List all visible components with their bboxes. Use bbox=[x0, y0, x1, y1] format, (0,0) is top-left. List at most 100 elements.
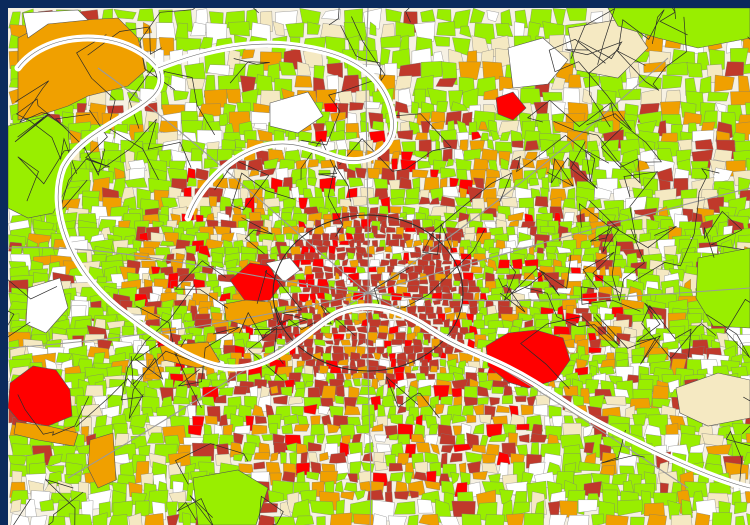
parcel bbox=[453, 280, 461, 287]
parcel bbox=[272, 21, 285, 37]
parcel bbox=[523, 513, 544, 525]
parcel bbox=[221, 139, 236, 153]
parcel bbox=[423, 339, 429, 346]
parcel bbox=[433, 35, 450, 47]
parcel bbox=[285, 22, 305, 38]
parcel bbox=[480, 213, 495, 221]
parcel bbox=[449, 177, 460, 189]
parcel bbox=[466, 414, 477, 424]
parcel bbox=[593, 240, 602, 249]
parcel bbox=[261, 434, 273, 442]
parcel bbox=[530, 442, 540, 456]
parcel bbox=[417, 306, 426, 313]
parcel bbox=[245, 340, 264, 348]
parcel bbox=[322, 265, 333, 273]
parcel bbox=[499, 131, 511, 141]
parcel bbox=[236, 232, 249, 242]
parcel bbox=[312, 123, 325, 132]
parcel bbox=[442, 186, 460, 198]
parcel bbox=[439, 359, 447, 368]
parcel bbox=[349, 259, 359, 268]
parcel bbox=[455, 433, 465, 446]
parcel bbox=[346, 325, 357, 332]
parcel bbox=[450, 101, 469, 112]
parcel bbox=[420, 9, 436, 23]
parcel bbox=[486, 168, 501, 179]
parcel bbox=[389, 206, 402, 215]
parcel bbox=[587, 198, 603, 209]
parcel bbox=[478, 121, 489, 131]
parcel bbox=[384, 245, 393, 253]
parcel bbox=[635, 160, 650, 172]
parcel bbox=[511, 258, 524, 270]
parcel bbox=[514, 395, 527, 403]
parcel bbox=[566, 347, 577, 354]
parcel bbox=[268, 318, 278, 328]
parcel bbox=[524, 140, 539, 151]
parcel bbox=[666, 62, 688, 76]
parcel bbox=[429, 365, 438, 373]
parcel bbox=[630, 516, 645, 525]
parcel bbox=[367, 167, 381, 180]
parcel bbox=[430, 169, 440, 178]
parcel bbox=[357, 338, 365, 346]
parcel bbox=[412, 169, 429, 178]
parcel bbox=[184, 62, 206, 80]
parcel bbox=[413, 345, 423, 354]
parcel bbox=[409, 252, 421, 258]
parcel bbox=[524, 151, 538, 161]
parcel bbox=[495, 141, 513, 154]
parcel bbox=[605, 514, 629, 525]
parcel bbox=[506, 240, 517, 249]
parcel bbox=[404, 227, 417, 233]
parcel bbox=[332, 239, 339, 248]
parcel bbox=[548, 514, 568, 525]
parcel bbox=[11, 443, 34, 457]
parcel bbox=[249, 385, 258, 398]
parcel bbox=[392, 233, 403, 240]
parcel bbox=[378, 379, 386, 387]
parcel bbox=[251, 424, 268, 435]
parcel bbox=[473, 273, 485, 280]
parcel bbox=[714, 74, 735, 92]
parcel bbox=[241, 49, 256, 60]
parcel bbox=[405, 238, 414, 249]
choropleth-map[interactable] bbox=[8, 8, 750, 525]
parcel bbox=[477, 397, 490, 405]
parcel bbox=[540, 306, 554, 315]
parcel bbox=[582, 75, 600, 89]
parcel bbox=[500, 9, 513, 27]
parcel bbox=[389, 197, 405, 206]
parcel bbox=[413, 21, 436, 42]
parcel bbox=[364, 232, 375, 239]
parcel bbox=[513, 177, 529, 191]
parcel bbox=[259, 167, 276, 177]
parcel bbox=[358, 258, 370, 267]
parcel bbox=[388, 238, 400, 247]
parcel bbox=[349, 102, 365, 111]
parcel bbox=[441, 299, 449, 307]
parcel bbox=[556, 246, 572, 254]
parcel bbox=[374, 461, 388, 471]
parcel bbox=[724, 61, 744, 77]
parcel bbox=[330, 111, 346, 123]
parcel bbox=[430, 111, 446, 123]
parcel bbox=[392, 245, 404, 255]
parcel bbox=[461, 513, 482, 525]
parcel bbox=[379, 225, 386, 235]
parcel bbox=[312, 258, 324, 268]
parcel bbox=[344, 319, 353, 326]
parcel bbox=[124, 177, 148, 188]
parcel bbox=[541, 92, 563, 102]
parcel bbox=[469, 8, 486, 24]
parcel bbox=[380, 319, 390, 327]
parcel bbox=[463, 396, 478, 407]
parcel bbox=[738, 75, 750, 95]
parcel bbox=[450, 247, 458, 254]
parcel bbox=[444, 307, 452, 314]
map-canvas[interactable] bbox=[8, 8, 750, 525]
parcel bbox=[331, 327, 339, 335]
parcel bbox=[183, 312, 194, 323]
parcel bbox=[351, 332, 358, 342]
parcel bbox=[415, 442, 431, 454]
